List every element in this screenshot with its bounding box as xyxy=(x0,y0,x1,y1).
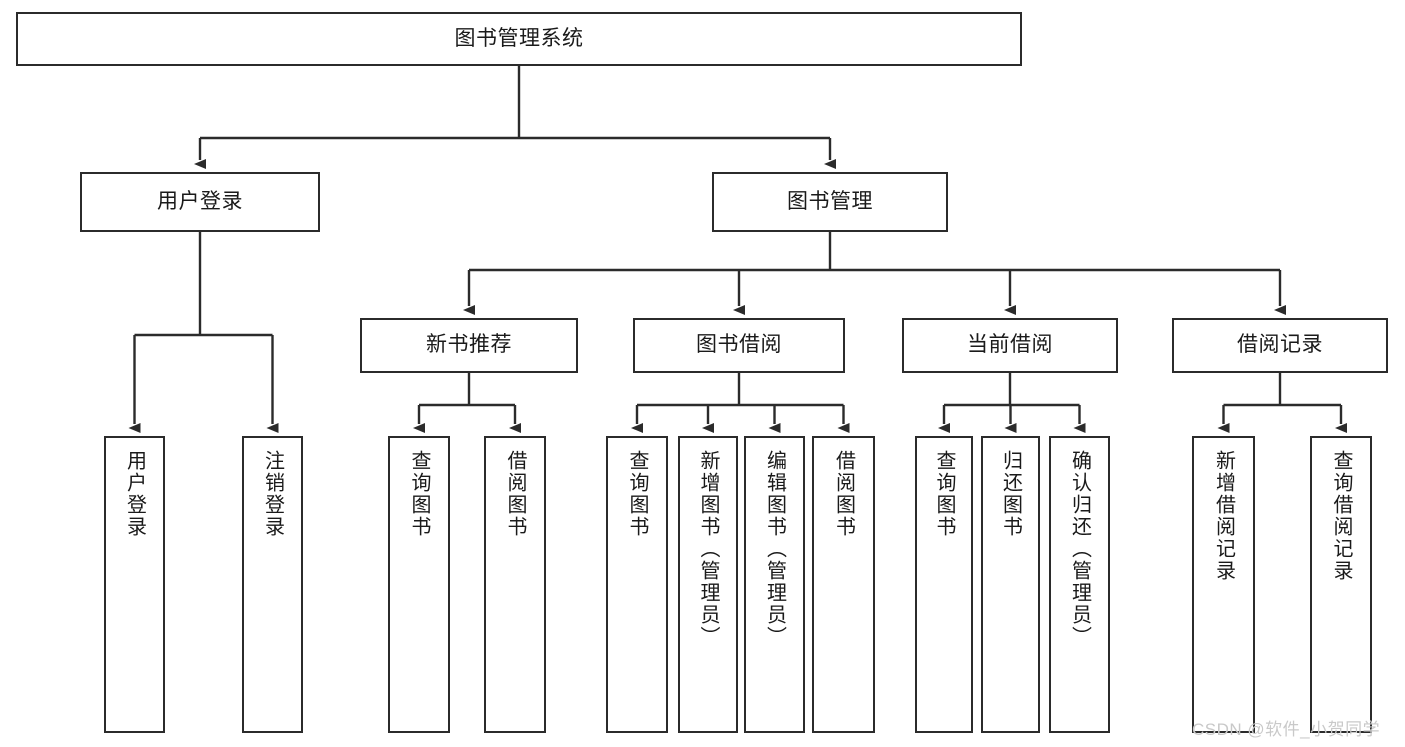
node-leaf-query-book-c[interactable]: 查询图书 xyxy=(915,436,973,733)
node-label: 编辑图书（管理员） xyxy=(763,450,786,648)
node-leaf-add-record[interactable]: 新增借阅记录 xyxy=(1192,436,1255,733)
node-label: 查询图书 xyxy=(626,450,648,538)
node-label: 当前借阅 xyxy=(967,333,1053,357)
node-leaf-user-login[interactable]: 用户登录 xyxy=(104,436,165,733)
node-new-book-rec[interactable]: 新书推荐 xyxy=(360,318,578,373)
node-leaf-borrow-book-a[interactable]: 借阅图书 xyxy=(484,436,546,733)
node-label: 新增借阅记录 xyxy=(1212,450,1235,582)
node-label: 图书管理系统 xyxy=(454,26,584,50)
node-label: 确认归还（管理员） xyxy=(1068,450,1091,648)
node-label: 查询借阅记录 xyxy=(1330,450,1352,582)
node-label: 借阅图书 xyxy=(504,450,526,538)
node-book-manage[interactable]: 图书管理 xyxy=(712,172,948,232)
node-label: 图书借阅 xyxy=(696,333,782,357)
node-label: 借阅图书 xyxy=(832,450,855,538)
node-leaf-confirm-return[interactable]: 确认归还（管理员） xyxy=(1049,436,1110,733)
node-leaf-logout[interactable]: 注销登录 xyxy=(242,436,303,733)
node-label: 用户登录 xyxy=(157,189,243,213)
node-label: 查询图书 xyxy=(933,450,955,538)
node-leaf-return-book[interactable]: 归还图书 xyxy=(981,436,1040,733)
node-leaf-borrow-book-b[interactable]: 借阅图书 xyxy=(812,436,875,733)
node-leaf-query-book-a[interactable]: 查询图书 xyxy=(388,436,450,733)
node-label: 借阅记录 xyxy=(1237,333,1323,357)
node-leaf-edit-book[interactable]: 编辑图书（管理员） xyxy=(744,436,805,733)
node-book-borrow[interactable]: 图书借阅 xyxy=(633,318,845,373)
node-label: 新增图书（管理员） xyxy=(697,450,719,648)
node-leaf-add-book[interactable]: 新增图书（管理员） xyxy=(678,436,738,733)
node-borrow-record[interactable]: 借阅记录 xyxy=(1172,318,1388,373)
node-label: 图书管理 xyxy=(787,189,873,213)
node-label: 归还图书 xyxy=(999,450,1022,538)
node-label: 注销登录 xyxy=(261,450,284,538)
node-user-login[interactable]: 用户登录 xyxy=(80,172,320,232)
node-leaf-query-record[interactable]: 查询借阅记录 xyxy=(1310,436,1372,733)
node-label: 用户登录 xyxy=(123,450,146,538)
node-current-borrow[interactable]: 当前借阅 xyxy=(902,318,1118,373)
node-leaf-query-book-b[interactable]: 查询图书 xyxy=(606,436,668,733)
csdn-watermark: CSDN @软件_小贺同学 xyxy=(1192,720,1381,739)
node-root[interactable]: 图书管理系统 xyxy=(16,12,1022,66)
node-label: 新书推荐 xyxy=(426,333,512,357)
node-label: 查询图书 xyxy=(408,450,430,538)
